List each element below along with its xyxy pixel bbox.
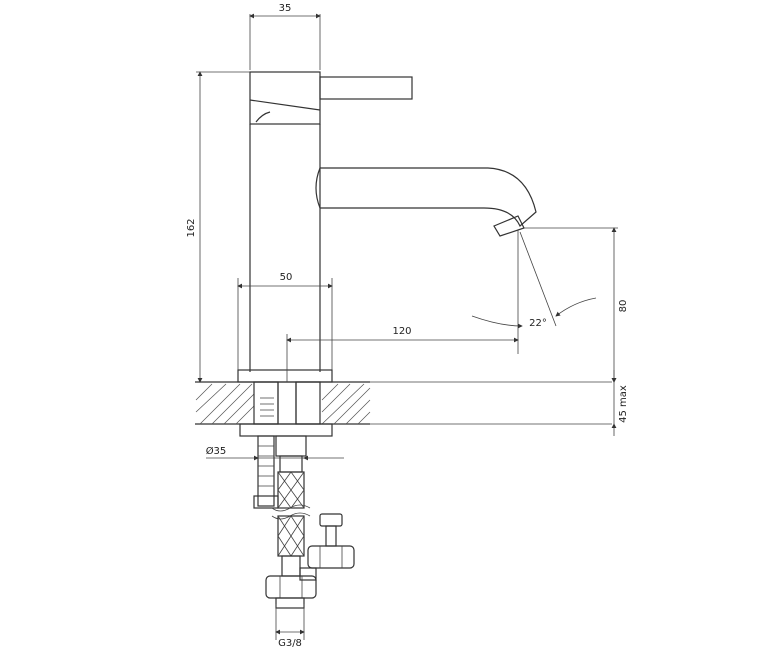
dim-label-50: 50 xyxy=(280,272,293,283)
spout-root xyxy=(315,167,321,209)
dim-label-120: 120 xyxy=(392,326,411,337)
under-deck-fittings xyxy=(239,423,355,609)
dim-shank-diameter: Ø35 xyxy=(206,445,344,461)
base-flange xyxy=(237,369,333,383)
faucet-body xyxy=(237,71,537,383)
dim-spout-reach: 120 xyxy=(286,230,519,382)
body-column xyxy=(249,124,321,372)
dim-label-80: 80 xyxy=(618,300,629,313)
dim-base-width: 50 xyxy=(237,272,333,370)
isolating-valve xyxy=(299,513,355,581)
dim-top-width: 35 xyxy=(249,3,321,70)
dim-deck-thickness: 45 max xyxy=(611,370,629,436)
g38-connector xyxy=(265,575,317,599)
threaded-rod xyxy=(257,435,275,507)
dim-spout-height: 80 xyxy=(524,227,629,383)
spout xyxy=(320,167,537,227)
dim-label-162: 162 xyxy=(186,218,197,237)
dim-label-g38: G3/8 xyxy=(278,638,302,649)
dim-label-35: 35 xyxy=(279,3,292,14)
dim-angle: 22° xyxy=(471,231,597,329)
deck-hatching xyxy=(195,383,371,425)
handle-cap xyxy=(249,71,321,125)
deck xyxy=(195,381,612,425)
cap-slant xyxy=(249,99,321,111)
dim-thread: G3/8 xyxy=(275,604,305,649)
dim-label-45max: 45 max xyxy=(618,385,629,423)
cap-curve xyxy=(255,111,271,123)
hose-nut xyxy=(275,435,307,457)
lever-handle xyxy=(319,76,413,100)
dim-height: 162 xyxy=(186,71,250,383)
dim-label-22deg: 22° xyxy=(529,318,547,329)
dim-label-d35: Ø35 xyxy=(206,445,227,457)
fixing-plate xyxy=(239,423,333,437)
